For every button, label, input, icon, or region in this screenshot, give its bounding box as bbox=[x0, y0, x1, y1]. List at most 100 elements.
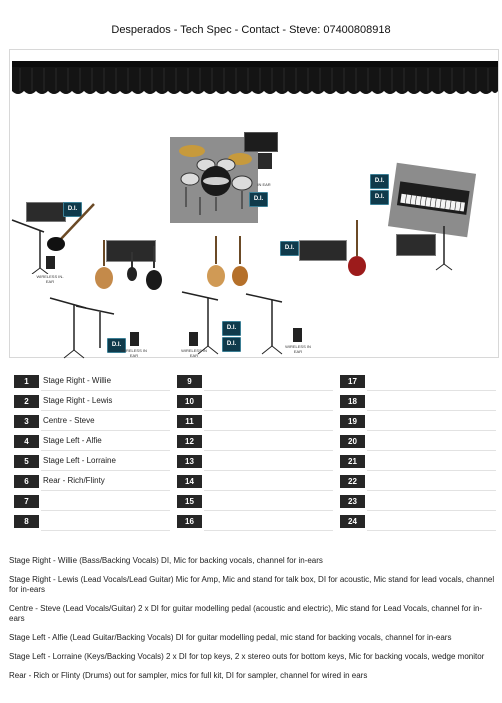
position-number: 3 bbox=[14, 415, 39, 428]
position-number: 1 bbox=[14, 375, 39, 388]
position-number: 21 bbox=[340, 455, 365, 468]
position-row: 4 Stage Left - Alfie bbox=[12, 432, 170, 452]
position-label: Stage Left - Lorraine bbox=[43, 456, 116, 465]
di-box-keys-1: D.I. bbox=[370, 174, 389, 189]
in-ear-pack-label: IN EAR bbox=[257, 182, 271, 187]
position-row: 7 bbox=[12, 492, 170, 512]
keyboard-icon bbox=[396, 181, 470, 215]
position-number: 11 bbox=[177, 415, 202, 428]
position-number: 14 bbox=[177, 475, 202, 488]
monitor-speaker-icon bbox=[258, 153, 272, 169]
position-row: 20 bbox=[338, 432, 496, 452]
wireless-pack-lewis-icon bbox=[130, 332, 139, 346]
wireless-in-ear-lewis-label: WIRELESS IN EAR bbox=[121, 348, 147, 358]
position-number: 10 bbox=[177, 395, 202, 408]
wedge-monitor-icon bbox=[396, 234, 436, 256]
position-label: Centre - Steve bbox=[43, 416, 95, 425]
note-willie: Stage Right - Willie (Bass/Backing Vocal… bbox=[9, 556, 323, 565]
position-number: 15 bbox=[177, 495, 202, 508]
position-row: 11 bbox=[175, 412, 333, 432]
note-lorraine: Stage Left - Lorraine (Keys/Backing Voca… bbox=[9, 652, 485, 661]
position-label: Rear - Rich/Flinty bbox=[43, 476, 105, 485]
position-number: 7 bbox=[14, 495, 39, 508]
position-number: 24 bbox=[340, 515, 365, 528]
position-row: 19 bbox=[338, 412, 496, 432]
wireless-in-ear-steve-label: WIRELESS IN EAR bbox=[181, 348, 207, 358]
note-drums: Rear - Rich or Flinty (Drums) out for sa… bbox=[9, 671, 368, 680]
wireless-pack-steve-icon bbox=[189, 332, 198, 346]
mic-stand-lorraine-icon bbox=[435, 226, 453, 271]
stage-plot: IN EAR D.I. D.I. WIRELESS IN-EAR D.I. bbox=[9, 49, 499, 359]
di-box-alfie: D.I. bbox=[280, 241, 299, 256]
position-number: 20 bbox=[340, 435, 365, 448]
di-box-lewis: D.I. bbox=[107, 338, 126, 353]
di-box-steve-2: D.I. bbox=[222, 337, 241, 352]
position-number: 18 bbox=[340, 395, 365, 408]
position-row: 8 bbox=[12, 512, 170, 532]
position-row: 9 bbox=[175, 372, 333, 392]
position-label: Stage Right - Willie bbox=[43, 376, 112, 385]
wireless-pack-alfie-icon bbox=[293, 328, 302, 342]
wireless-in-ear-alfie-label: WIRELESS IN EAR bbox=[285, 344, 311, 354]
position-row: 17 bbox=[338, 372, 496, 392]
stage-curtain bbox=[12, 61, 498, 94]
position-row: 6 Rear - Rich/Flinty bbox=[12, 472, 170, 492]
mic-stands-lewis-icon bbox=[49, 297, 115, 359]
position-row: 3 Centre - Steve bbox=[12, 412, 170, 432]
drum-kit-icon bbox=[179, 145, 253, 215]
position-row: 13 bbox=[175, 452, 333, 472]
position-row: 21 bbox=[338, 452, 496, 472]
position-row: 15 bbox=[175, 492, 333, 512]
position-number: 4 bbox=[14, 435, 39, 448]
sampler-icon bbox=[244, 132, 278, 152]
position-row: 1 Stage Right - Willie bbox=[12, 372, 170, 392]
di-box-drums: D.I. bbox=[249, 192, 268, 207]
di-box-willie: D.I. bbox=[63, 202, 82, 217]
mic-stand-alfie-icon bbox=[245, 293, 283, 355]
tech-notes: Stage Right - Willie (Bass/Backing Vocal… bbox=[9, 556, 497, 690]
position-number: 22 bbox=[340, 475, 365, 488]
di-box-steve-1: D.I. bbox=[222, 321, 241, 336]
bass-guitar-icon bbox=[47, 203, 95, 251]
position-number: 5 bbox=[14, 455, 39, 468]
keyboard-riser bbox=[387, 162, 477, 238]
position-row: 23 bbox=[338, 492, 496, 512]
positions-column-2: 9 10 11 12 13 14 15 16 bbox=[175, 372, 333, 532]
drum-riser bbox=[170, 137, 258, 223]
position-row: 18 bbox=[338, 392, 496, 412]
position-number: 12 bbox=[177, 435, 202, 448]
positions-column-1: 1 Stage Right - Willie 2 Stage Right - Lew… bbox=[12, 372, 170, 532]
position-number: 9 bbox=[177, 375, 202, 388]
position-number: 23 bbox=[340, 495, 365, 508]
mic-stand-willie-icon bbox=[11, 219, 49, 274]
position-number: 6 bbox=[14, 475, 39, 488]
position-number: 17 bbox=[340, 375, 365, 388]
position-row: 5 Stage Left - Lorraine bbox=[12, 452, 170, 472]
position-label: Stage Right - Lewis bbox=[43, 396, 113, 405]
sg-guitar-icon bbox=[348, 220, 366, 276]
mic-stand-steve-icon bbox=[181, 291, 219, 355]
positions-grid: 1 Stage Right - Willie 2 Stage Right - Lew… bbox=[12, 372, 496, 532]
position-label: Stage Left - Alfie bbox=[43, 436, 102, 445]
position-number: 16 bbox=[177, 515, 202, 528]
position-number: 19 bbox=[340, 415, 365, 428]
position-number: 13 bbox=[177, 455, 202, 468]
lewis-guitars-icon bbox=[95, 240, 162, 290]
note-alfie: Stage Left - Alfie (Lead Guitar/Backing … bbox=[9, 633, 452, 642]
steve-guitars-icon bbox=[207, 236, 248, 287]
position-row: 16 bbox=[175, 512, 333, 532]
guitar-amp-alfie-icon bbox=[299, 240, 347, 261]
position-number: 8 bbox=[14, 515, 39, 528]
wireless-pack-icon bbox=[46, 256, 55, 269]
positions-column-3: 17 18 19 20 21 22 23 24 bbox=[338, 372, 496, 532]
position-row: 10 bbox=[175, 392, 333, 412]
position-row: 2 Stage Right - Lewis bbox=[12, 392, 170, 412]
note-steve: Centre - Steve (Lead Vocals/Guitar) 2 x … bbox=[9, 604, 483, 623]
position-row: 14 bbox=[175, 472, 333, 492]
position-number: 2 bbox=[14, 395, 39, 408]
note-lewis: Stage Right - Lewis (Lead Vocals/Lead Gu… bbox=[9, 575, 495, 594]
wireless-in-ear-label: WIRELESS IN-EAR bbox=[36, 274, 64, 284]
position-row: 12 bbox=[175, 432, 333, 452]
page-title: Desperados - Tech Spec - Contact - Steve… bbox=[111, 24, 391, 36]
position-row: 22 bbox=[338, 472, 496, 492]
